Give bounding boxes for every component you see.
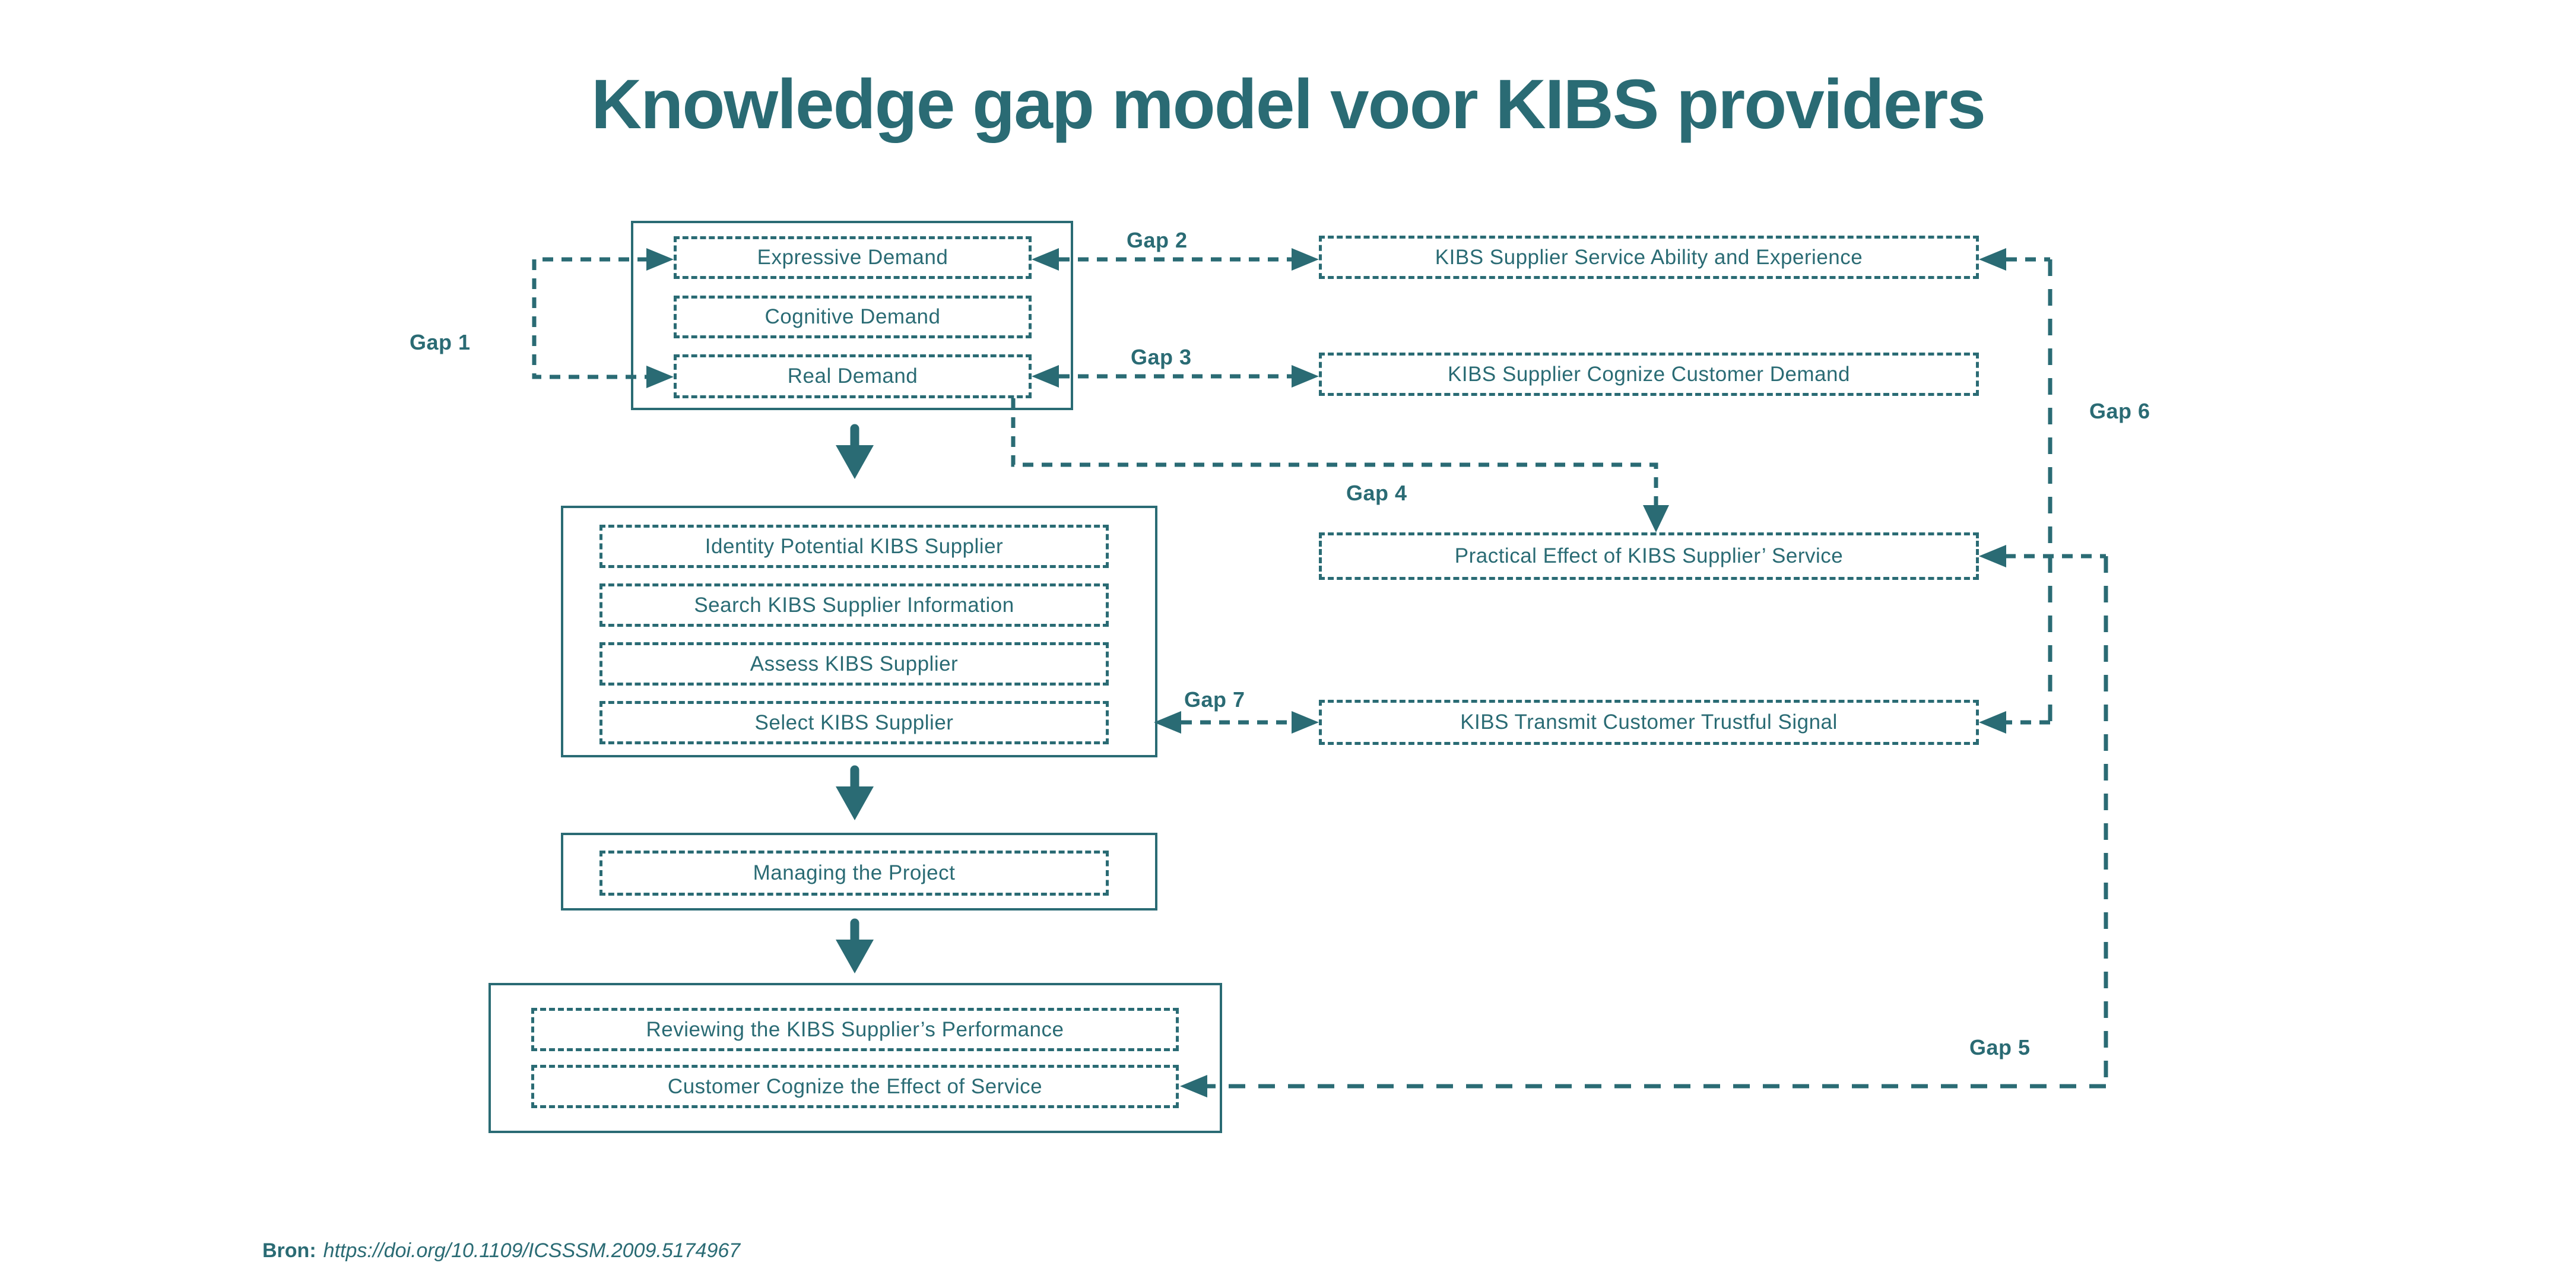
source-url: https://doi.org/10.1109/ICSSSM.2009.5174…: [323, 1239, 741, 1262]
group-review-evaluation: [488, 983, 1222, 1133]
gap5-connector: [1180, 545, 2108, 1097]
gap6-connector: [1979, 248, 2052, 734]
arrowhead-down-icon: [836, 940, 874, 973]
node-identity-potential-supplier: Identity Potential KIBS Supplier: [599, 525, 1109, 568]
arrowhead-right-icon: [646, 248, 674, 271]
node-assess-supplier: Assess KIBS Supplier: [599, 642, 1109, 686]
page-title: Knowledge gap model voor KIBS providers: [591, 65, 1986, 144]
arrowhead-right-icon: [1292, 365, 1319, 388]
arrowhead-right-icon: [1292, 248, 1319, 271]
node-supplier-cognize-demand: KIBS Supplier Cognize Customer Demand: [1319, 353, 1979, 396]
arrowhead-left-icon: [1979, 711, 2006, 734]
arrowhead-left-icon: [1979, 545, 2006, 567]
group-managing-project: [561, 833, 1157, 911]
gap3-label: Gap 3: [1131, 345, 1192, 369]
gap1-connector: [532, 248, 674, 388]
node-managing-project: Managing the Project: [599, 851, 1109, 896]
node-practical-effect-service: Practical Effect of KIBS Supplier’ Servi…: [1319, 532, 1979, 580]
arrowhead-down-icon: [1643, 505, 1669, 532]
arrowhead-left-icon: [1032, 365, 1059, 388]
arrowhead-right-icon: [646, 366, 674, 388]
node-select-supplier: Select KIBS Supplier: [599, 701, 1109, 744]
gap7-connector: [1154, 711, 1319, 734]
arrowhead-down-icon: [836, 445, 874, 479]
flow-arrow-1: [836, 424, 874, 479]
arrowhead-left-icon: [1979, 248, 2006, 271]
source-note: Bron: https://doi.org/10.1109/ICSSSM.2009…: [262, 1239, 740, 1262]
gap5-label: Gap 5: [1969, 1035, 2031, 1059]
flow-arrow-2: [836, 765, 874, 820]
node-reviewing-performance: Reviewing the KIBS Supplier’s Performanc…: [531, 1008, 1179, 1051]
connector-line: [1011, 398, 1658, 506]
gap7-label: Gap 7: [1184, 687, 1245, 712]
node-expressive-demand: Expressive Demand: [674, 236, 1032, 279]
arrowhead-left-icon: [1032, 248, 1059, 271]
group-supplier-selection: [561, 506, 1157, 757]
node-real-demand: Real Demand: [674, 354, 1032, 398]
gap4-label: Gap 4: [1346, 481, 1407, 505]
flow-arrow-3: [836, 918, 874, 973]
source-label: Bron:: [262, 1239, 316, 1262]
arrowhead-left-icon: [1180, 1075, 1207, 1097]
group-customer-demand: [631, 221, 1073, 410]
gap2-label: Gap 2: [1127, 228, 1188, 252]
connector-line: [532, 257, 648, 379]
gap3-connector: [1032, 365, 1319, 388]
gap2-connector: [1032, 248, 1319, 271]
gap1-label: Gap 1: [410, 330, 471, 354]
node-cognitive-demand: Cognitive Demand: [674, 296, 1032, 338]
node-customer-cognize-effect: Customer Cognize the Effect of Service: [531, 1065, 1179, 1108]
gap6-label: Gap 6: [2089, 399, 2150, 423]
arrowhead-right-icon: [1292, 711, 1319, 734]
arrowhead-down-icon: [836, 786, 874, 820]
node-supplier-ability-experience: KIBS Supplier Service Ability and Experi…: [1319, 236, 1979, 279]
gap4-connector: [1011, 398, 1669, 532]
node-transmit-trustful-signal: KIBS Transmit Customer Trustful Signal: [1319, 700, 1979, 745]
arrowhead-left-icon: [1154, 711, 1181, 734]
node-search-supplier-information: Search KIBS Supplier Information: [599, 583, 1109, 627]
